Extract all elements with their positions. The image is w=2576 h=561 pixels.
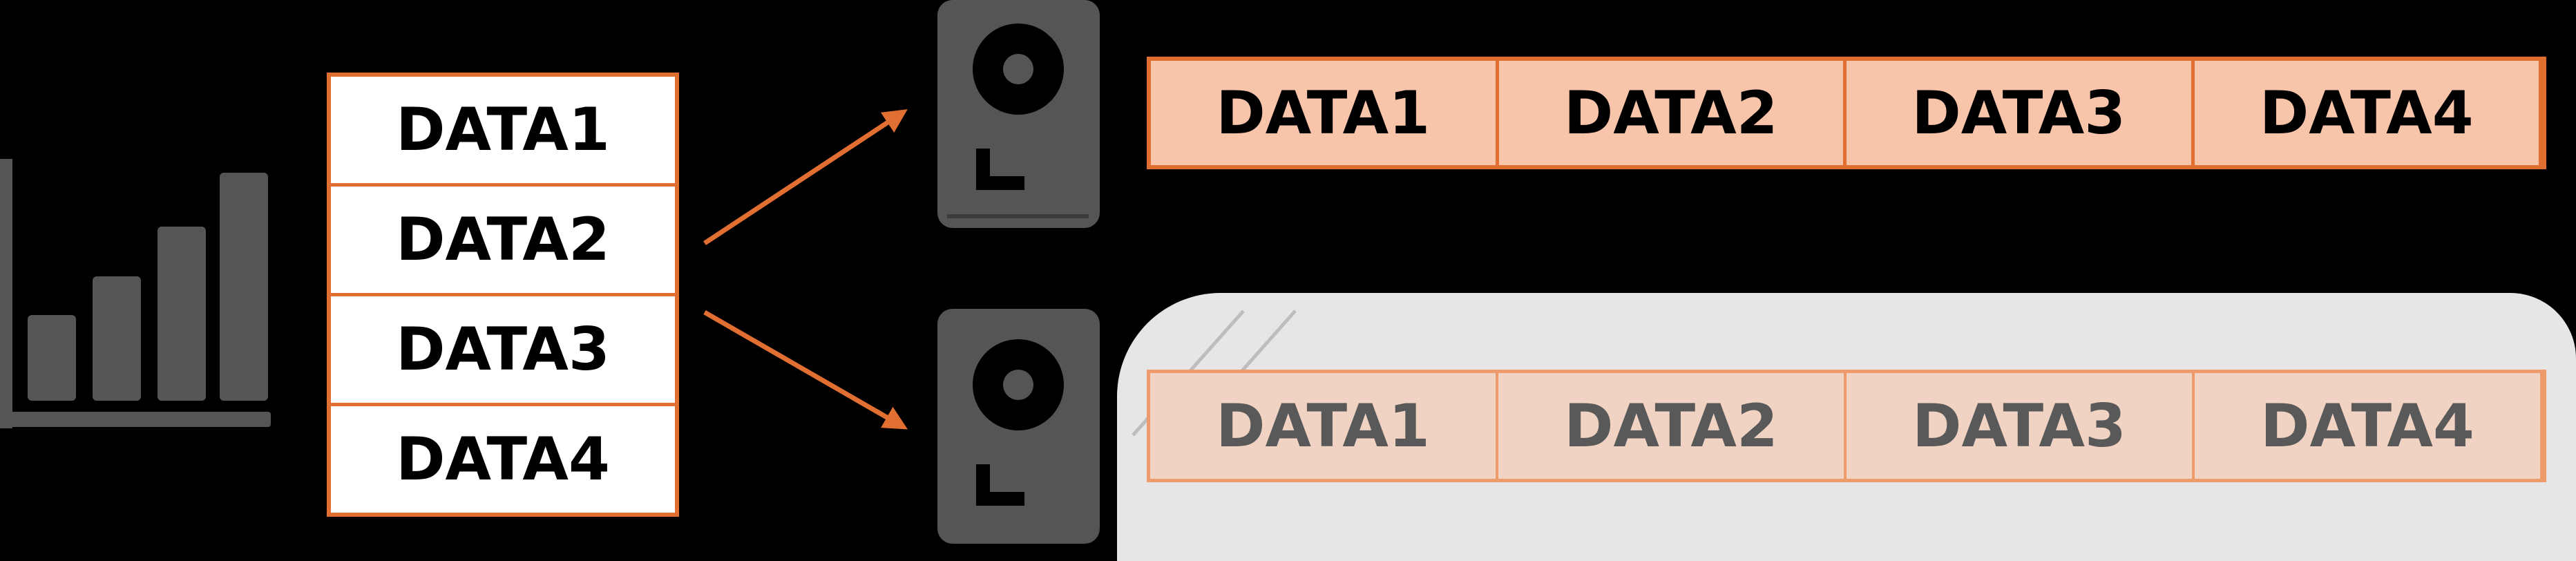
hard-disk-icon xyxy=(937,0,1100,228)
source-data-item: DATA2 xyxy=(331,187,675,296)
source-data-item: DATA1 xyxy=(331,77,675,187)
backup-data-block: DATA4 xyxy=(2195,373,2543,479)
backup-disk-blocks: DATA1 DATA2 DATA3 DATA4 xyxy=(1147,370,2546,482)
primary-data-block: DATA2 xyxy=(1499,61,1847,165)
primary-data-block: DATA1 xyxy=(1151,61,1499,165)
source-data-item: DATA3 xyxy=(331,296,675,406)
backup-data-block: DATA1 xyxy=(1150,373,1498,479)
primary-data-block: DATA3 xyxy=(1847,61,2195,165)
bar-chart-icon xyxy=(0,159,271,428)
backup-data-block: DATA2 xyxy=(1498,373,1847,479)
primary-disk-blocks: DATA1 DATA2 DATA3 DATA4 xyxy=(1147,57,2546,169)
source-data-stack: DATA1 DATA2 DATA3 DATA4 xyxy=(327,73,679,517)
arrow-to-backup-disk xyxy=(703,310,908,430)
source-data-item: DATA4 xyxy=(396,425,610,494)
backup-data-block: DATA3 xyxy=(1847,373,2195,479)
primary-data-block: DATA4 xyxy=(2195,61,2542,165)
arrow-to-primary-disk xyxy=(703,109,908,245)
hard-disk-icon xyxy=(937,309,1100,544)
